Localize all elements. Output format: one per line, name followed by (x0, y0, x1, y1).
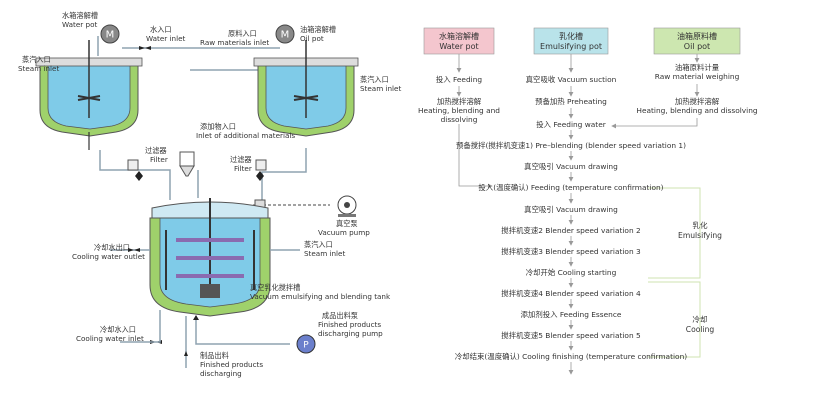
filter-right-zh: 过滤器 (230, 155, 252, 164)
right-step-weighing-zh: 油箱原料计量 (675, 63, 720, 72)
header-emulsifying-pot: 乳化槽 Emulsifying pot (533, 27, 609, 55)
step-10: 冷却开始 Cooling starting (526, 268, 617, 277)
right-step-heating-zh: 加热搅拌溶解 (675, 97, 720, 106)
step-8: 搅拌机变速2 Blender speed variation 2 (501, 226, 640, 235)
pump-p-icon: P (296, 334, 316, 354)
oil-pot (253, 40, 359, 137)
cooling-inlet-zh: 冷却水入口 (100, 325, 136, 334)
discharging-en1: Finished products (200, 360, 263, 369)
oil-pot-label-en: Oil pot (300, 34, 324, 43)
oil-pot-label-zh: 油箱溶解槽 (300, 25, 336, 34)
additional-inlet-zh: 添加物入口 (200, 122, 236, 131)
header-water-pot-en: Water pot (439, 42, 478, 51)
steam-inlet-right-en: Steam inlet (360, 84, 401, 93)
vacuum-pump-zh: 真空泵 (336, 219, 358, 228)
filter-left-icon (127, 159, 139, 171)
step-5: 真空吸引 Vacuum drawing (524, 162, 618, 171)
steam-inlet-tank-en: Steam inlet (304, 249, 345, 258)
header-emulsifying-zh: 乳化槽 (559, 31, 583, 41)
left-step-feeding: 投入 Feeding (436, 75, 482, 84)
tank-valves (128, 248, 199, 356)
water-pot-motor: M (100, 24, 120, 44)
left-step-heating-en2: dissolving (441, 115, 478, 124)
water-pot-label-en: Water pot (62, 20, 97, 29)
steam-inlet-right-zh: 蒸汽入口 (360, 75, 389, 84)
additional-inlet-hopper (179, 151, 195, 177)
phase-cooling-en: Cooling (686, 325, 715, 334)
header-oil-pot-en: Oil pot (684, 42, 710, 51)
left-step-heating-en1: Heating, blending and (418, 106, 500, 115)
right-step-heating-en: Heating, blending and dissolving (636, 106, 757, 115)
filter-left-zh: 过滤器 (145, 146, 167, 155)
filter-right-en: Filter (234, 164, 252, 173)
phase-emulsifying-en: Emulsifying (678, 231, 722, 240)
steam-inlet-tank-zh: 蒸汽入口 (304, 240, 333, 249)
discharging-en2: discharging (200, 369, 242, 378)
cooling-outlet-en: Cooling water outlet (72, 252, 145, 261)
discharging-pump-en1: Finished products (318, 320, 381, 329)
step-2: 预备加热 Preheating (535, 97, 607, 106)
step-3: 投入 Feeding water (536, 120, 607, 129)
header-oil-pot: 油箱原料槽 Oil pot (653, 27, 741, 55)
oil-pot-motor: M (275, 24, 295, 44)
water-inlet-zh: 水入口 (150, 25, 172, 34)
discharging-zh: 制品出料 (200, 351, 229, 360)
tank-label-en: Vacuum emulsifying and blending tank (250, 292, 391, 301)
valves (135, 46, 264, 344)
tank-label-zh: 真空乳化搅拌槽 (250, 283, 300, 292)
phase-brackets (648, 187, 701, 358)
equipment-diagram: M M (18, 11, 401, 378)
pump-symbol: P (303, 341, 309, 351)
water-pot (35, 40, 143, 150)
left-step-heating-zh: 加热搅拌溶解 (437, 97, 482, 106)
step-4: 预备搅拌(搅拌机变速1) Pre–blending (blender speed… (456, 141, 686, 150)
step-13: 搅拌机变速5 Blender speed variation 5 (501, 331, 641, 340)
header-oil-pot-zh: 油箱原料槽 (677, 31, 717, 41)
cooling-outlet-zh: 冷却水出口 (94, 243, 130, 252)
filter-left-en: Filter (150, 155, 168, 164)
steam-inlet-left-zh: 蒸汽入口 (22, 55, 51, 64)
step-11: 搅拌机变速4 Blender speed variation 4 (501, 289, 641, 298)
header-water-pot-zh: 水箱溶解槽 (439, 31, 479, 41)
header-water-pot: 水箱溶解槽 Water pot (423, 27, 495, 55)
motor-symbol-left: M (106, 30, 115, 41)
step-9: 搅拌机变速3 Blender speed variation 3 (501, 247, 641, 256)
tank-pipes (110, 249, 300, 368)
water-inlet-en: Water inlet (146, 34, 186, 43)
motor-symbol-right: M (281, 30, 290, 41)
water-pot-label-zh: 水箱溶解槽 (62, 11, 98, 20)
phase-emulsifying-zh: 乳化 (692, 220, 708, 230)
vacuum-emulsifying-tank (149, 198, 271, 317)
flow-connectors (456, 54, 700, 375)
step-6: 投入(温度确认) Feeding (temperature confirmati… (478, 183, 663, 192)
raw-inlet-zh: 原料入口 (228, 29, 257, 38)
step-7: 真空吸引 Vacuum drawing (524, 205, 618, 214)
discharging-pump-zh: 成品出料泵 (322, 311, 358, 320)
header-emulsifying-en: Emulsifying pot (540, 42, 602, 51)
process-flow: 水箱溶解槽 Water pot 乳化槽 Emulsifying pot 油箱原料… (418, 27, 758, 375)
right-step-weighing-en: Raw material weighing (655, 72, 740, 81)
raw-inlet-en: Raw materials inlet (200, 38, 269, 47)
filter-right-icon (255, 159, 267, 171)
cooling-inlet-en: Cooling water inlet (76, 334, 144, 343)
step-14: 冷却结束(温度确认) Cooling finishing (temperatur… (455, 352, 687, 361)
step-1: 真空吸收 Vacuum suction (526, 75, 617, 84)
phase-cooling-zh: 冷却 (692, 314, 707, 324)
vacuum-pump-en: Vacuum pump (318, 228, 370, 237)
additional-inlet-en: Inlet of additional materials (196, 131, 295, 140)
discharging-pump-en2: discharging pump (318, 329, 383, 338)
step-12: 添加剂投入 Feeding Essence (521, 310, 622, 319)
steam-inlet-left-en: Steam inlet (18, 64, 59, 73)
